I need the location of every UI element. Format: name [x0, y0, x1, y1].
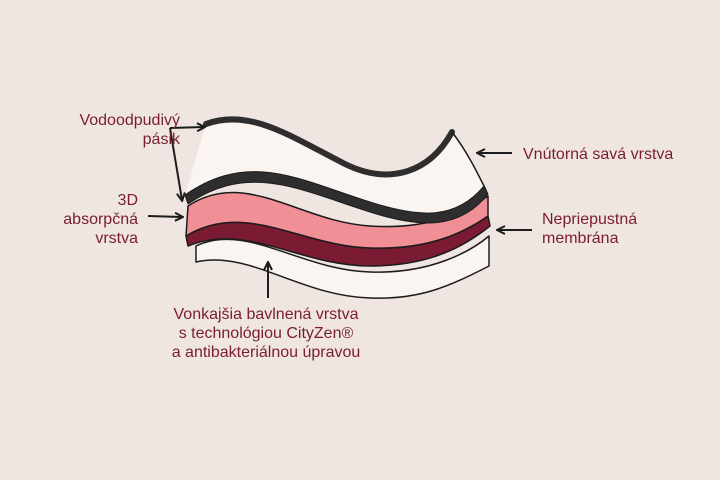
outer-cotton-layer: [195, 235, 490, 299]
absorbent-3d-layer: [185, 191, 489, 249]
inner-layer-right-edge: [451, 131, 487, 191]
arrow-3d-layer: [147, 216, 182, 217]
label-inner-absorbent-layer: Vnútorná savá vrstva: [523, 146, 674, 163]
inner-absorbent-layer: [185, 119, 484, 214]
label-outer-cotton-layer: Vonkajšia bavlnená vrstva s technológiou…: [171, 306, 361, 361]
arrow-strip-top: [169, 127, 204, 128]
label-impermeable-membrane: Nepriepustná membrána: [542, 211, 638, 247]
label-water-repellent-strip: Vodoodpudivý pásik: [79, 112, 180, 148]
arrows: [147, 127, 532, 298]
inner-layer-top-edge: [203, 116, 455, 178]
label-3d-absorbent-layer: 3D absorpčná vrstva: [63, 192, 138, 247]
arrow-strip-down: [169, 127, 182, 200]
inner-layer-dark-band: [184, 171, 489, 224]
